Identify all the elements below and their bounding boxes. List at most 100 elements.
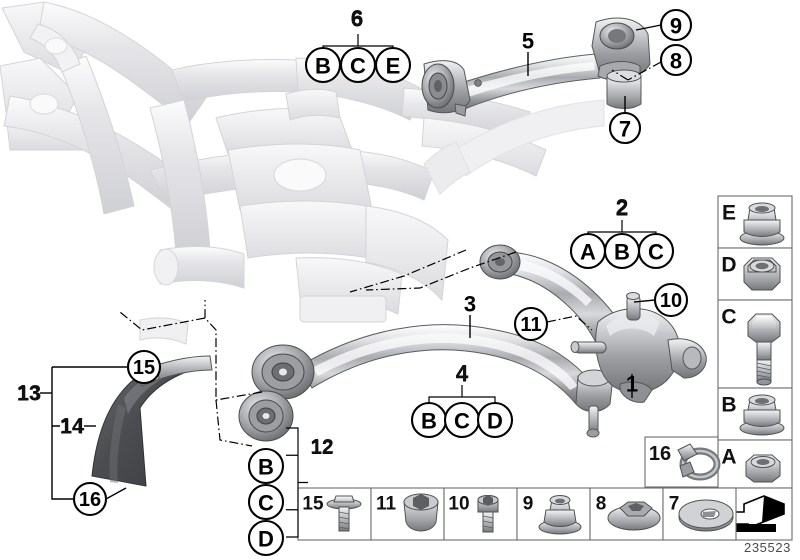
callout-4[interactable]: 4 bbox=[456, 362, 469, 387]
panel-label-C: C bbox=[721, 306, 736, 329]
svg-text:6: 6 bbox=[351, 7, 363, 32]
svg-text:12: 12 bbox=[311, 437, 333, 459]
svg-text:14: 14 bbox=[61, 416, 84, 438]
panel-label-7: 7 bbox=[669, 494, 680, 515]
svg-text:C: C bbox=[350, 54, 366, 79]
callout-13[interactable]: 13 bbox=[18, 383, 40, 405]
part-1-swivel-bearing bbox=[570, 292, 707, 403]
panel-label-8: 8 bbox=[596, 494, 607, 515]
svg-text:B: B bbox=[614, 240, 630, 265]
leader-12-region bbox=[204, 300, 263, 401]
leader-16 bbox=[105, 487, 127, 500]
svg-text:13: 13 bbox=[18, 383, 40, 405]
panel-label-11: 11 bbox=[376, 494, 397, 515]
hex-nut-icon-A bbox=[745, 454, 781, 483]
part-3-ball-joint bbox=[575, 369, 613, 438]
leader-2-to-arm bbox=[365, 251, 517, 291]
svg-text:1: 1 bbox=[626, 372, 638, 397]
part-5-tension-strut bbox=[421, 17, 651, 117]
group-number-2: 2 bbox=[616, 194, 629, 220]
group-number-13: 13 bbox=[17, 381, 41, 406]
leader-8 bbox=[611, 61, 662, 81]
leader-11 bbox=[546, 315, 593, 331]
svg-text:B: B bbox=[258, 455, 274, 480]
group-4-letter-C[interactable]: C bbox=[443, 401, 481, 439]
leader-12-region3 bbox=[119, 311, 206, 331]
hex-washer-icon-8 bbox=[607, 501, 661, 531]
callout-8[interactable]: 8 bbox=[659, 43, 693, 77]
group-13-bracket: 13 14 bbox=[17, 381, 85, 439]
part-7-sleeve bbox=[606, 69, 642, 109]
flange-nut-icon-B bbox=[739, 394, 785, 436]
panel-label-16: 16 bbox=[649, 443, 671, 465]
allen-bolt-icon-10 bbox=[477, 495, 499, 533]
group-12-letter-B[interactable]: B bbox=[247, 447, 285, 485]
svg-text:9: 9 bbox=[670, 14, 682, 39]
leader-9 bbox=[635, 24, 662, 31]
panel-label-A: A bbox=[721, 446, 736, 469]
group-6-letter-C[interactable]: C bbox=[339, 46, 377, 84]
svg-text:3: 3 bbox=[464, 292, 476, 317]
callout-6[interactable]: 6 bbox=[351, 7, 363, 32]
svg-text:C: C bbox=[454, 409, 470, 434]
svg-text:15: 15 bbox=[133, 357, 155, 379]
right-panel-group bbox=[717, 195, 793, 541]
svg-text:16: 16 bbox=[79, 489, 101, 511]
group-6-letter-B[interactable]: B bbox=[304, 46, 342, 84]
washer-icon-7 bbox=[678, 499, 734, 532]
callout-3[interactable]: 3 bbox=[464, 292, 476, 317]
callout-11[interactable]: 11 bbox=[513, 306, 549, 342]
group-number-6: 6 bbox=[351, 5, 364, 31]
callout-10[interactable]: 10 bbox=[653, 282, 689, 318]
svg-text:8: 8 bbox=[670, 49, 682, 74]
callout-16[interactable]: 16 bbox=[72, 481, 108, 517]
leader-2b bbox=[349, 249, 467, 293]
direction-arrow-icon bbox=[727, 495, 785, 532]
svg-text:11: 11 bbox=[520, 314, 541, 336]
group-12-letter-D[interactable]: D bbox=[247, 519, 285, 557]
hose-clamp-icon bbox=[677, 443, 721, 481]
part-3-control-arm bbox=[251, 324, 613, 438]
svg-text:D: D bbox=[487, 409, 503, 434]
group-6-letter-E[interactable]: E bbox=[374, 46, 412, 84]
svg-text:C: C bbox=[648, 240, 664, 265]
ghost-tension-strut bbox=[423, 99, 605, 195]
callout-9[interactable]: 9 bbox=[659, 8, 693, 42]
group-number-12: 12 bbox=[310, 436, 333, 459]
svg-text:E: E bbox=[386, 54, 401, 79]
callout-2[interactable]: 2 bbox=[616, 196, 628, 221]
panel-label-E: E bbox=[722, 202, 736, 225]
panel-label-D: D bbox=[721, 254, 736, 277]
svg-text:10: 10 bbox=[660, 290, 682, 312]
group-2-letter-B[interactable]: B bbox=[603, 232, 641, 270]
flange-nut-icon-E bbox=[739, 202, 785, 246]
socket-cap-bolt-icon-11 bbox=[403, 493, 439, 532]
group-12-letter-C[interactable]: C bbox=[247, 483, 285, 521]
leader-12-region2 bbox=[215, 399, 253, 447]
hex-bolt-icon-C bbox=[747, 313, 781, 386]
clamp-panel-16 bbox=[644, 436, 721, 488]
svg-text:5: 5 bbox=[522, 29, 534, 54]
group-number-4: 4 bbox=[456, 360, 469, 386]
group-4-letter-B[interactable]: B bbox=[410, 401, 448, 439]
callout-15[interactable]: 15 bbox=[126, 349, 162, 385]
callout-7[interactable]: 7 bbox=[608, 111, 642, 145]
collar-nut-icon-9 bbox=[538, 495, 582, 535]
callout-12[interactable]: 12 bbox=[311, 437, 333, 459]
panel-label-10: 10 bbox=[448, 494, 469, 515]
group-4-letter-D[interactable]: D bbox=[476, 401, 514, 439]
part-12-bushing-lower bbox=[238, 390, 294, 442]
svg-text:B: B bbox=[421, 409, 437, 434]
callout-14[interactable]: 14 bbox=[61, 416, 84, 438]
callout-1[interactable]: 1 bbox=[626, 372, 638, 397]
callout-5[interactable]: 5 bbox=[522, 29, 534, 54]
svg-text:C: C bbox=[258, 491, 274, 516]
group-2-letter-C[interactable]: C bbox=[637, 232, 675, 270]
svg-text:D: D bbox=[258, 527, 274, 552]
